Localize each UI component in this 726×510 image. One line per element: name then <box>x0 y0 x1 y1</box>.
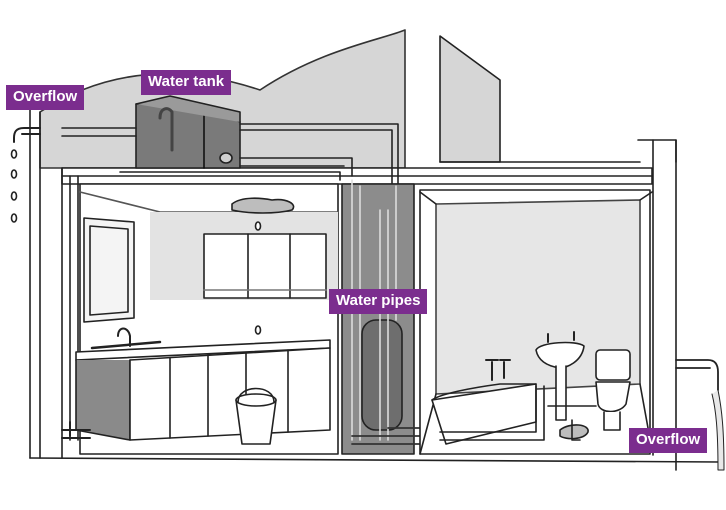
overflow-drip-right <box>711 389 725 471</box>
overflow-label-right: Overflow <box>629 428 708 453</box>
overflow-drips-left <box>10 149 18 223</box>
wall-cupboards <box>203 233 327 299</box>
hot-water-cylinder <box>361 319 403 431</box>
bucket <box>235 387 277 445</box>
overflow-label-left: Overflow <box>6 85 85 110</box>
loft-space <box>39 29 406 169</box>
water-tank-label: Water tank <box>141 70 232 95</box>
bathroom-pipes <box>439 385 597 441</box>
left-outer-wall <box>29 109 41 459</box>
floor-puddle <box>559 424 589 440</box>
toilet <box>595 349 631 431</box>
ceiling-leak <box>231 197 295 214</box>
ground-floor-line <box>29 457 721 463</box>
basin <box>535 331 585 421</box>
water-tank <box>135 95 241 169</box>
water-pipes-label: Water pipes <box>329 289 428 314</box>
overflow-spout-left <box>13 127 41 143</box>
kitchen-floor-pipes <box>61 421 91 439</box>
right-roof <box>439 35 501 163</box>
bathroom-perspective-lines <box>419 191 653 455</box>
right-outer-wall <box>652 139 677 471</box>
kitchen-units <box>75 327 331 441</box>
kitchen-window <box>83 217 135 323</box>
loft-pipe-upper-right <box>239 123 399 185</box>
overflow-pipe-right <box>675 359 719 391</box>
loft-pipe-right <box>239 157 353 177</box>
loft-pipe-left <box>61 127 137 137</box>
loft-pipe-tank-bottom <box>119 171 341 181</box>
